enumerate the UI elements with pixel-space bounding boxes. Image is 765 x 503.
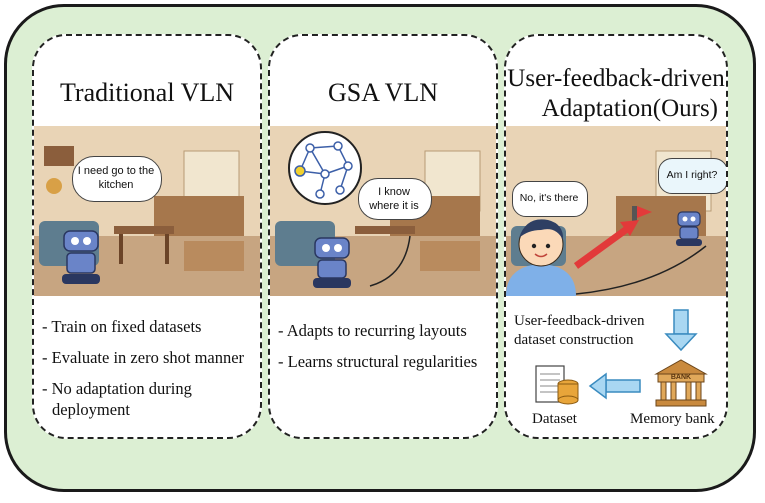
speech-bubble (72, 156, 162, 202)
bullet-list: - Adapts to recurring layouts - Learns s… (278, 320, 490, 382)
memory-bank-label: Memory bank (630, 411, 715, 427)
robot-icon (313, 237, 351, 288)
panel-title-line1: User-feedback-driven (507, 65, 725, 92)
room-illustration (506, 126, 726, 296)
bubble-text: I need go to the kitchen (77, 165, 155, 191)
panel-gsa-vln: GSA VLN (268, 34, 498, 439)
left-arrow-icon (588, 372, 641, 400)
dataset-label: Dataset (532, 411, 577, 427)
bullet-item: - Evaluate in zero shot manner (42, 348, 245, 367)
knowledge-graph-icon (288, 131, 362, 205)
down-arrow-icon (664, 309, 698, 352)
construction-label-line2: dataset construction (514, 332, 634, 348)
robot-bubble-text: Am I right? (666, 169, 718, 181)
panel-title: Traditional VLN (59, 78, 235, 107)
bullet-item: - No adaptation during deployment (42, 379, 192, 419)
panel-title: GSA VLN (327, 78, 439, 107)
dataset-flow-graphic (535, 309, 708, 407)
user-speech-bubble (512, 181, 588, 217)
bank-sign: BANK (670, 374, 692, 381)
robot-icon (676, 211, 702, 246)
bank-icon (654, 359, 708, 407)
robot-icon (62, 230, 100, 284)
panel-title-line2: Adaptation(Ours) (541, 95, 718, 122)
room-scene: I need go to the kitchen (34, 126, 260, 296)
red-arrow-icon (573, 220, 639, 269)
construction-label-line1: User-feedback-driven (514, 313, 645, 329)
user-bubble-text: No, it's there (519, 192, 579, 204)
robot-speech-bubble (658, 158, 726, 194)
panel-user-feedback: User-feedback-driven Adaptation(Ours) (504, 34, 728, 439)
bullet-item: - Train on fixed datasets (42, 317, 202, 336)
bullet-item: - Learns structural regularities (278, 352, 478, 371)
panel-traditional-vln: Traditional VLN I need go to the kitchen (32, 34, 262, 439)
speech-bubble (358, 178, 432, 220)
room-scene: I know where it is (270, 126, 496, 296)
bullet-list: - Train on fixed datasets - Evaluate in … (42, 316, 254, 430)
user-avatar-icon (506, 219, 576, 296)
room-illustration (34, 126, 260, 296)
room-scene: No, it's there Am I right? (506, 126, 726, 296)
room-illustration (270, 126, 496, 296)
bubble-text: I know where it is (369, 186, 419, 212)
dataset-icon (535, 365, 579, 405)
bullet-item: - Adapts to recurring layouts (278, 321, 467, 340)
target-flag-icon (632, 206, 652, 224)
